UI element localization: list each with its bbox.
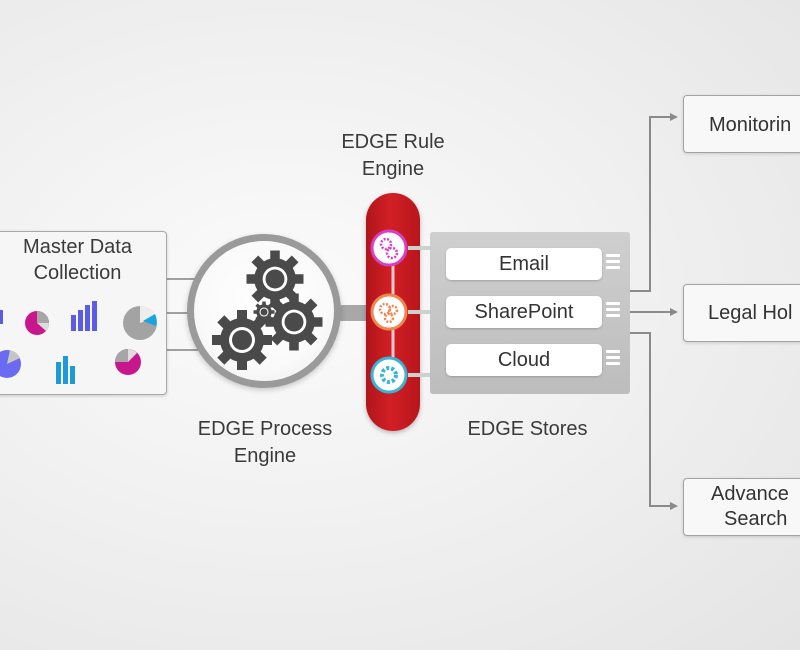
bar-chart-icon [56, 356, 75, 384]
pie-chart-icon [123, 305, 157, 340]
store-cloud[interactable]: Cloud [446, 344, 602, 376]
gear-icon [370, 356, 408, 394]
gear-pair-icon [370, 293, 408, 331]
monitoring-box[interactable] [683, 95, 800, 153]
process-engine-caption: EDGE Process Engine [197, 418, 333, 467]
legal-hold-label: Legal Hol [708, 302, 793, 324]
bar-chart-icon [71, 301, 97, 331]
gear-icon [253, 301, 275, 323]
legal-hold-box[interactable] [683, 284, 800, 342]
gear-icon [265, 293, 323, 351]
store-slot-indicator [606, 350, 620, 368]
pie-chart-icon [25, 311, 50, 335]
store-email[interactable]: Email [446, 248, 602, 280]
pie-chart-icon [0, 350, 21, 378]
master-data-title: Master Data Collection [23, 236, 132, 284]
advanced-search-box[interactable] [683, 478, 800, 536]
analytics-icons [0, 301, 157, 384]
bar-chart-icon-partial [0, 310, 3, 324]
rule-engine-caption: EDGE Rule Engine [341, 131, 445, 180]
pie-chart-icon [115, 349, 141, 375]
gears-icon [212, 250, 323, 370]
rule-engine-nodes [370, 229, 432, 394]
store-slot-indicator [606, 302, 620, 320]
advanced-search-label-line1: Advance [711, 483, 789, 505]
gear-pair-icon [370, 229, 408, 267]
store-slot-indicator [606, 254, 620, 272]
monitoring-label: Monitorin [709, 114, 792, 136]
advanced-search-label-line2: Search [724, 508, 788, 530]
stores-caption: EDGE Stores [467, 418, 588, 440]
store-sharepoint[interactable]: SharePoint [446, 296, 602, 328]
